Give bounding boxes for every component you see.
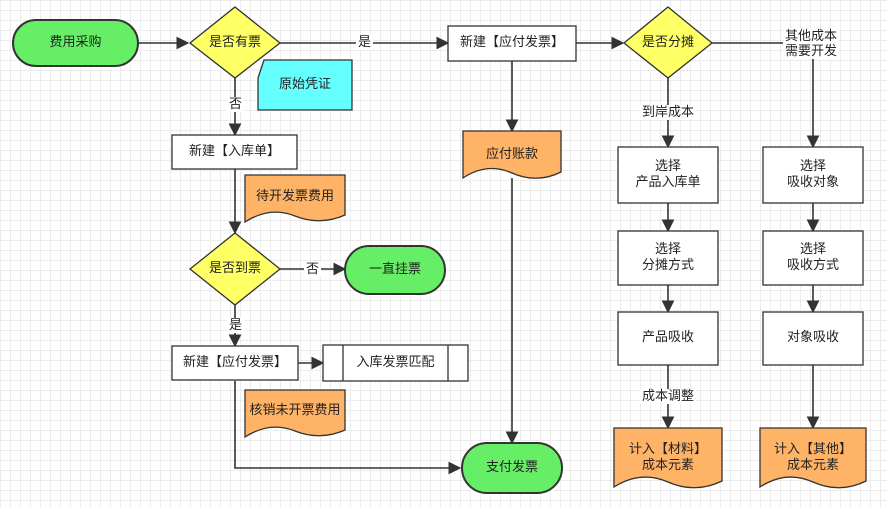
label-allocate: 是否分摊 [641, 35, 694, 50]
edge-label-yes-bottom: 是 [227, 318, 245, 333]
label-new-payable-left: 新建【应付发票】 [182, 355, 287, 370]
label-has-invoice: 是否有票 [208, 35, 261, 50]
edge-label-other-cost-dev: 其他成本 需要开发 [783, 29, 840, 59]
label-new-payable-top: 新建【应付发票】 [459, 35, 564, 50]
decision-invoice-arrived [188, 232, 282, 306]
process-new-inbound [171, 134, 298, 170]
decision-has-invoice [188, 6, 282, 79]
process-select-absorb-method [762, 230, 864, 286]
document-other-cost [759, 427, 867, 489]
edge-label-cost-adjust: 成本调整 [640, 389, 697, 404]
document-pending-invoice-fee [244, 174, 346, 224]
label-keep-hanging: 一直挂票 [368, 262, 421, 277]
label-new-inbound: 新建【入库单】 [188, 144, 280, 159]
subprocess-inbound-invoice-match [322, 344, 469, 382]
label-inbound-invoice-match: 入库发票匹配 [356, 355, 435, 370]
process-select-product-inbound [617, 146, 719, 204]
edge-label-yes-top: 是 [356, 35, 374, 50]
label-select-product-inbound: 选择 产品入库单 [635, 159, 701, 190]
label-pending-invoice-fee: 待开发票费用 [255, 189, 334, 204]
document-accounts-payable [462, 130, 562, 180]
terminator-pay-invoice [461, 442, 563, 494]
label-material-cost: 计入【材料】 成本元素 [628, 442, 707, 473]
process-select-absorb-object [762, 146, 864, 204]
process-object-absorb [762, 311, 864, 366]
terminator-fee-purchase [12, 19, 139, 67]
label-select-absorb-object: 选择 吸收对象 [786, 159, 839, 190]
label-writeoff-uninvoiced: 核销未开票费用 [249, 403, 341, 418]
card-original-voucher [257, 59, 353, 111]
edge-label-no-left: 否 [227, 97, 245, 112]
process-new-payable-top [447, 25, 577, 62]
label-invoice-arrived: 是否到票 [208, 261, 261, 276]
edge-label-no-right: 否 [304, 262, 322, 277]
document-writeoff-uninvoiced [244, 389, 346, 439]
label-fee-purchase: 费用采购 [49, 35, 102, 50]
document-material-cost [613, 427, 723, 489]
decision-allocate [622, 6, 714, 79]
label-object-absorb: 对象吸收 [786, 330, 839, 345]
edge-payable-to-pay [234, 381, 462, 475]
label-select-alloc-method: 选择 分摊方式 [641, 242, 694, 273]
process-new-payable-left [171, 345, 299, 381]
label-accounts-payable: 应付账款 [485, 147, 538, 162]
process-product-absorb [617, 311, 719, 366]
edge-label-landed-cost: 到岸成本 [640, 105, 697, 120]
label-select-absorb-method: 选择 吸收方式 [786, 242, 839, 273]
process-select-alloc-method [617, 230, 719, 286]
label-other-cost: 计入【其他】 成本元素 [773, 442, 852, 473]
label-original-voucher: 原始凭证 [278, 77, 331, 92]
label-product-absorb: 产品吸收 [641, 330, 694, 345]
label-pay-invoice: 支付发票 [485, 460, 538, 475]
terminator-keep-hanging [344, 245, 446, 295]
